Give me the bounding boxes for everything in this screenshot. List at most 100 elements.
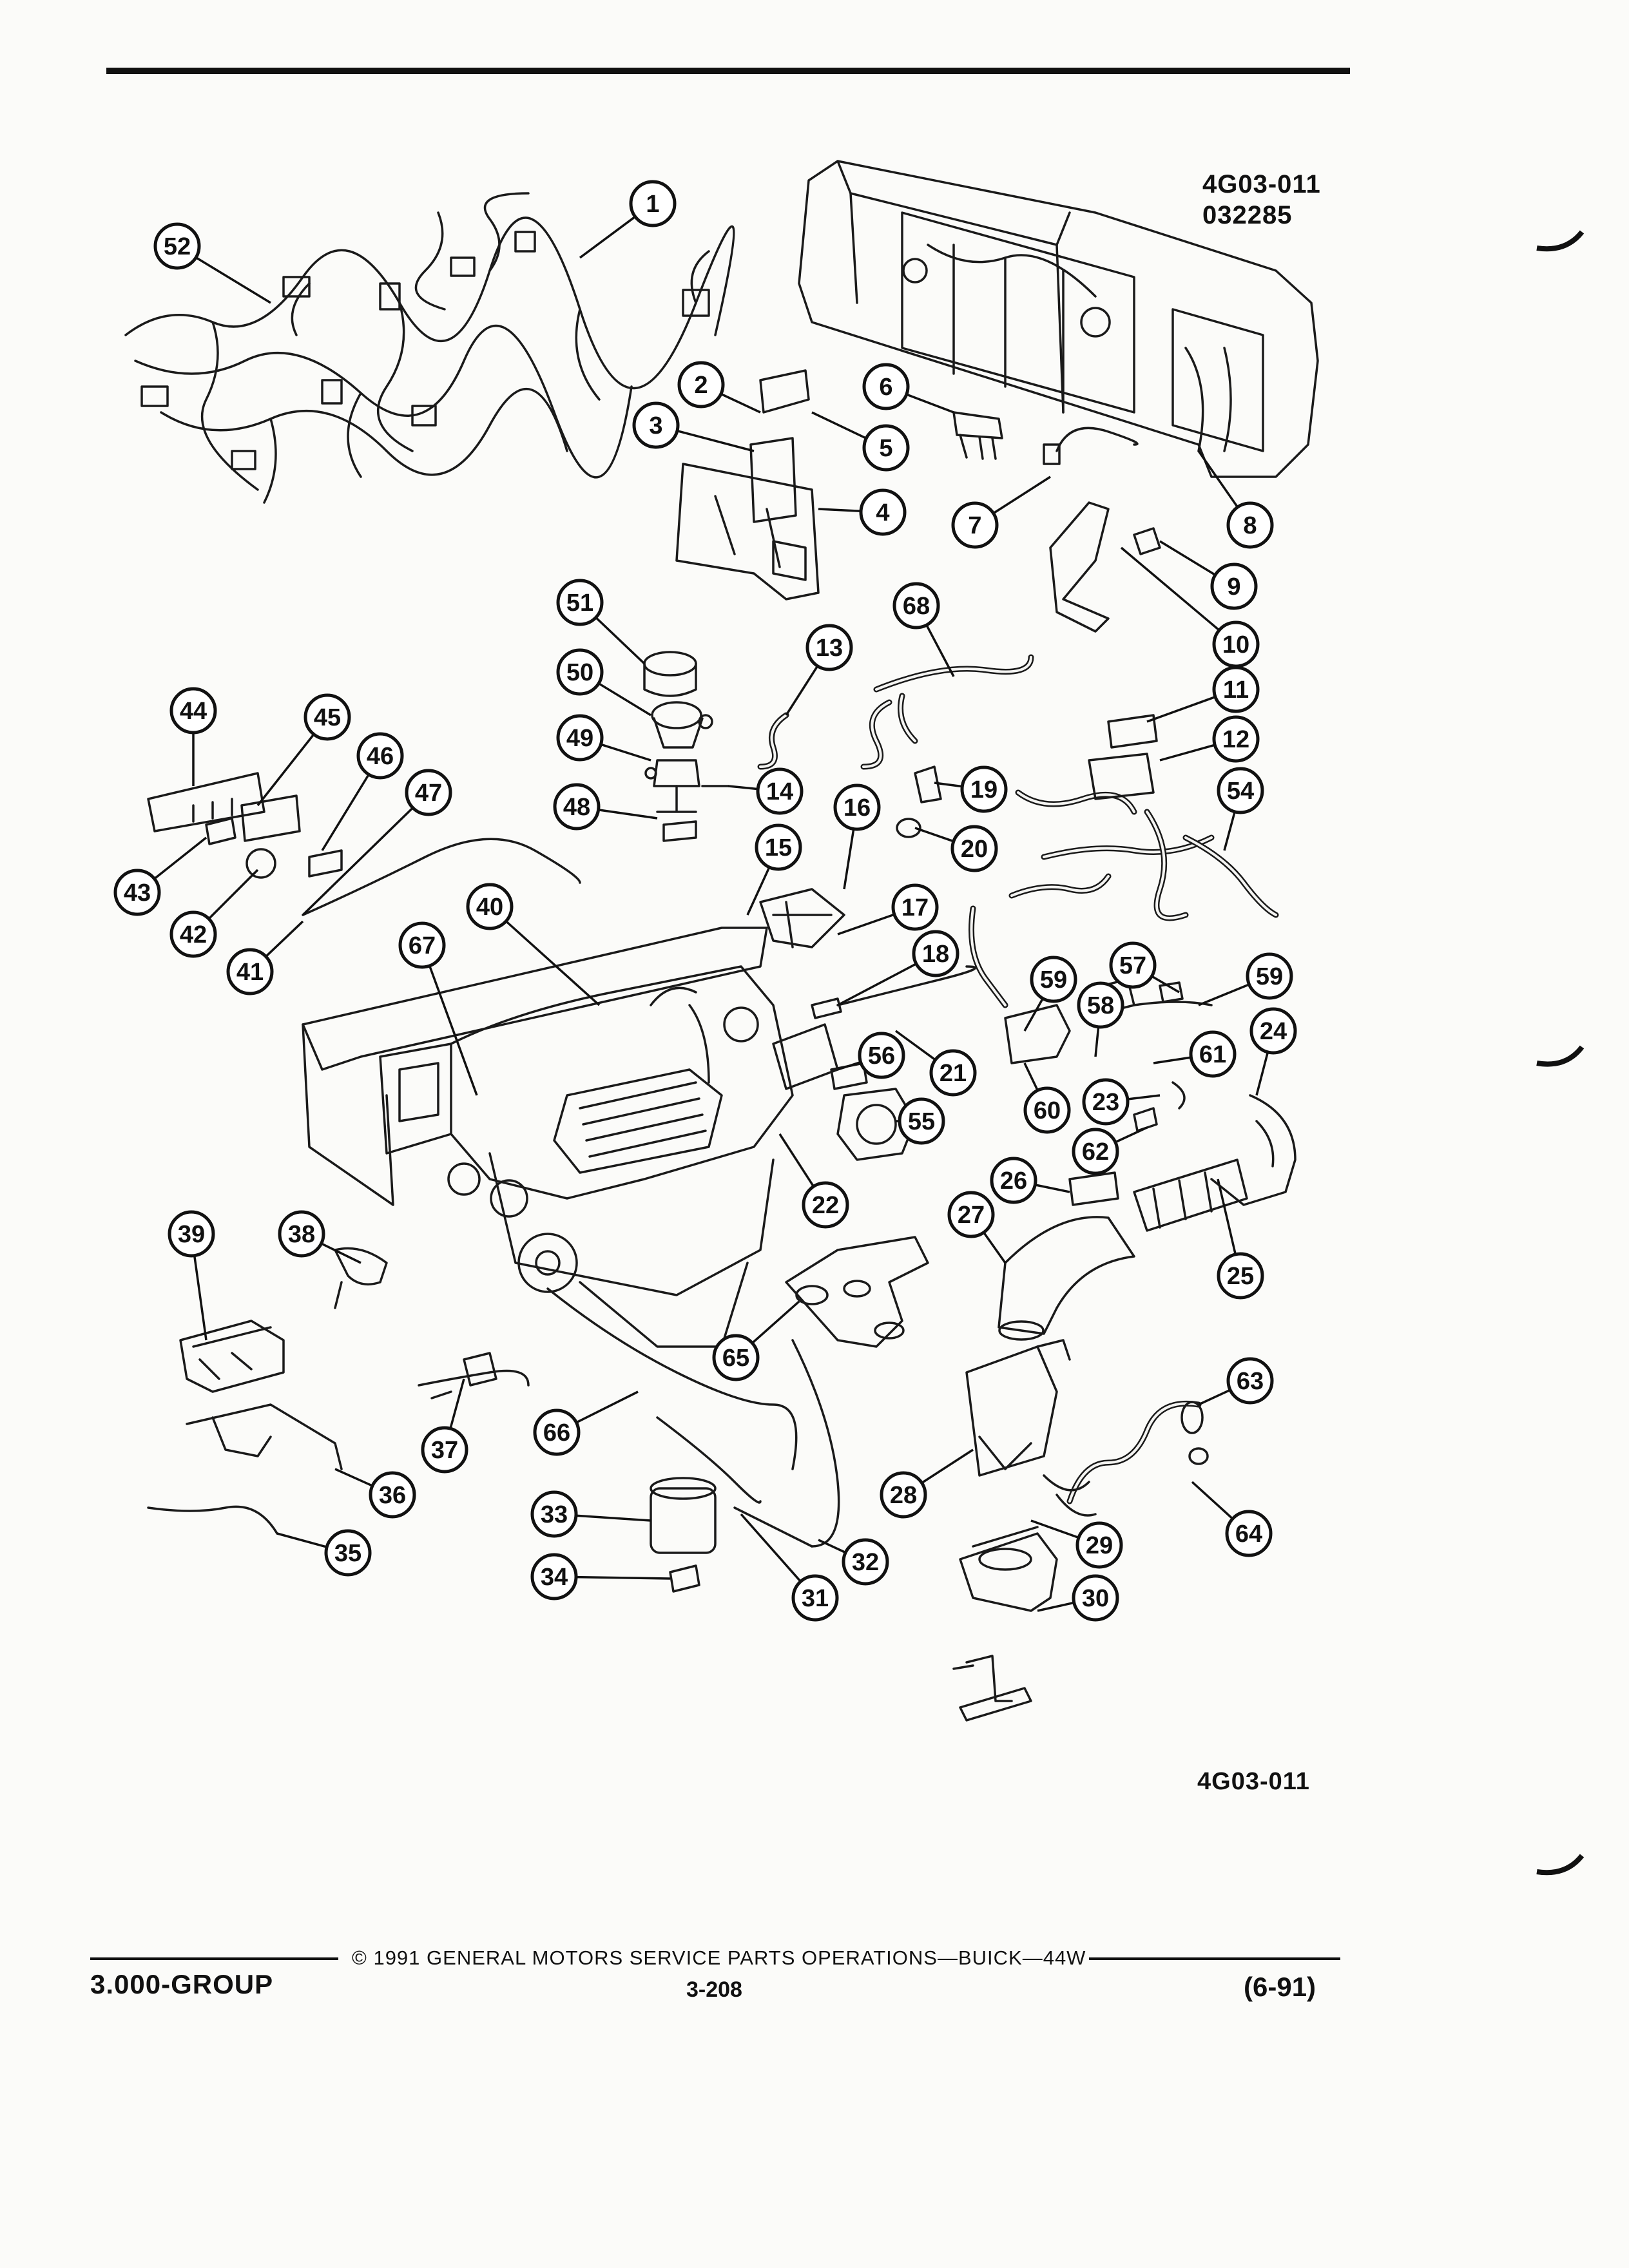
- callout-46-leader: [321, 774, 370, 851]
- figure-code-bottom: 4G03-011: [1197, 1768, 1310, 1795]
- callout-56: 56: [837, 1032, 905, 1079]
- callout-55-circle: [898, 1097, 945, 1145]
- callout-6: 6: [862, 363, 954, 414]
- callout-65-leader: [751, 1300, 800, 1344]
- callout-47-number: 47: [415, 780, 442, 807]
- callout-43-circle: [113, 869, 161, 916]
- callout-8-leader: [1197, 450, 1239, 508]
- callout-32: 32: [818, 1538, 889, 1586]
- callout-57-leader: [1151, 975, 1180, 994]
- callout-29: 29: [1030, 1519, 1123, 1569]
- callout-32-circle: [842, 1538, 889, 1586]
- callout-4-circle: [859, 488, 907, 536]
- callout-30-number: 30: [1082, 1585, 1109, 1612]
- callout-64-leader: [1191, 1481, 1234, 1520]
- callout-62-number: 62: [1082, 1139, 1109, 1166]
- callout-59-circle: [1030, 956, 1077, 1003]
- callout-3-circle: [632, 401, 680, 449]
- callout-12-number: 12: [1222, 726, 1249, 753]
- callout-2: 2: [677, 361, 761, 414]
- binder-mark-1: [1536, 230, 1585, 252]
- callout-61-circle: [1189, 1030, 1237, 1078]
- callout-26-number: 26: [1000, 1168, 1027, 1195]
- callout-39-number: 39: [178, 1221, 205, 1248]
- callout-36-circle: [369, 1471, 416, 1519]
- callout-66: 66: [533, 1390, 639, 1456]
- callout-36-number: 36: [379, 1482, 406, 1509]
- callout-39-leader: [193, 1255, 207, 1341]
- callout-15-leader: [746, 867, 771, 916]
- callout-2-number: 2: [694, 372, 708, 399]
- callout-18-circle: [912, 930, 959, 977]
- callout-59-leader: [1023, 997, 1044, 1032]
- callout-23-number: 23: [1092, 1089, 1119, 1116]
- callout-30-circle: [1072, 1574, 1119, 1622]
- callout-32-number: 32: [852, 1549, 879, 1576]
- binder-mark-2: [1536, 1045, 1585, 1067]
- callout-24-number: 24: [1260, 1018, 1287, 1045]
- callout-9-leader: [1159, 540, 1216, 576]
- lower-components-drawing: [147, 1247, 840, 1593]
- callout-20-circle: [950, 825, 998, 872]
- callout-59-number: 59: [1256, 963, 1283, 990]
- relay-and-switch-drawing: [952, 411, 1161, 633]
- callout-42-number: 42: [180, 921, 207, 948]
- callout-46-circle: [356, 732, 404, 780]
- callout-51-circle: [556, 579, 604, 626]
- callout-54: 54: [1217, 767, 1264, 851]
- callout-63: 63: [1198, 1357, 1274, 1406]
- callout-15: 15: [746, 823, 802, 916]
- callout-62-leader: [1115, 1126, 1148, 1144]
- wiring-harness-drawing: [124, 192, 735, 504]
- callout-46-number: 46: [367, 743, 394, 770]
- callout-35: 35: [276, 1529, 372, 1577]
- callout-40-leader: [505, 920, 601, 1006]
- callout-18-number: 18: [922, 941, 949, 968]
- callout-9-circle: [1210, 562, 1258, 610]
- callout-54-circle: [1217, 767, 1264, 814]
- callout-54-number: 54: [1227, 778, 1254, 805]
- callout-11-number: 11: [1223, 677, 1249, 704]
- callout-49-circle: [556, 714, 604, 762]
- callout-23-leader: [1127, 1094, 1161, 1100]
- callout-50-circle: [556, 648, 604, 696]
- callout-61-number: 61: [1199, 1041, 1226, 1068]
- callout-48-number: 48: [563, 794, 590, 821]
- callout-19-number: 19: [970, 776, 998, 803]
- callout-3: 3: [632, 401, 755, 452]
- callout-50: 50: [556, 648, 651, 716]
- callout-68: 68: [892, 582, 955, 677]
- figure-number: 4G03-011: [1202, 170, 1321, 198]
- callout-56-leader: [837, 1061, 862, 1071]
- callout-26-circle: [990, 1157, 1037, 1204]
- callout-59: 59: [1198, 952, 1293, 1006]
- callout-31: 31: [740, 1513, 839, 1622]
- callout-21-circle: [929, 1049, 977, 1097]
- footer-date: (6-91): [1244, 1972, 1316, 2002]
- callout-20: 20: [914, 825, 998, 872]
- callout-24-circle: [1249, 1007, 1297, 1055]
- callout-7-leader: [992, 476, 1051, 515]
- callout-16-leader: [843, 829, 855, 890]
- callout-8-number: 8: [1243, 512, 1257, 539]
- callout-37-leader: [449, 1378, 465, 1429]
- callout-63-number: 63: [1237, 1368, 1264, 1395]
- callout-37-number: 37: [431, 1437, 458, 1464]
- callout-67-number: 67: [409, 932, 436, 959]
- callout-14-leader: [728, 785, 758, 791]
- callout-7-number: 7: [968, 512, 981, 539]
- callout-42-circle: [169, 910, 217, 958]
- callout-38-circle: [278, 1210, 325, 1258]
- callout-22: 22: [778, 1133, 849, 1229]
- callout-52-leader: [195, 256, 271, 304]
- callout-67-leader: [429, 965, 478, 1096]
- callout-19-leader: [934, 782, 963, 788]
- callout-49-leader: [600, 743, 651, 762]
- callout-29-leader: [1030, 1519, 1079, 1539]
- callout-22-leader: [778, 1133, 815, 1187]
- callout-47: 47: [302, 769, 452, 916]
- callout-27-leader: [983, 1231, 1007, 1264]
- callout-1-leader: [579, 215, 636, 259]
